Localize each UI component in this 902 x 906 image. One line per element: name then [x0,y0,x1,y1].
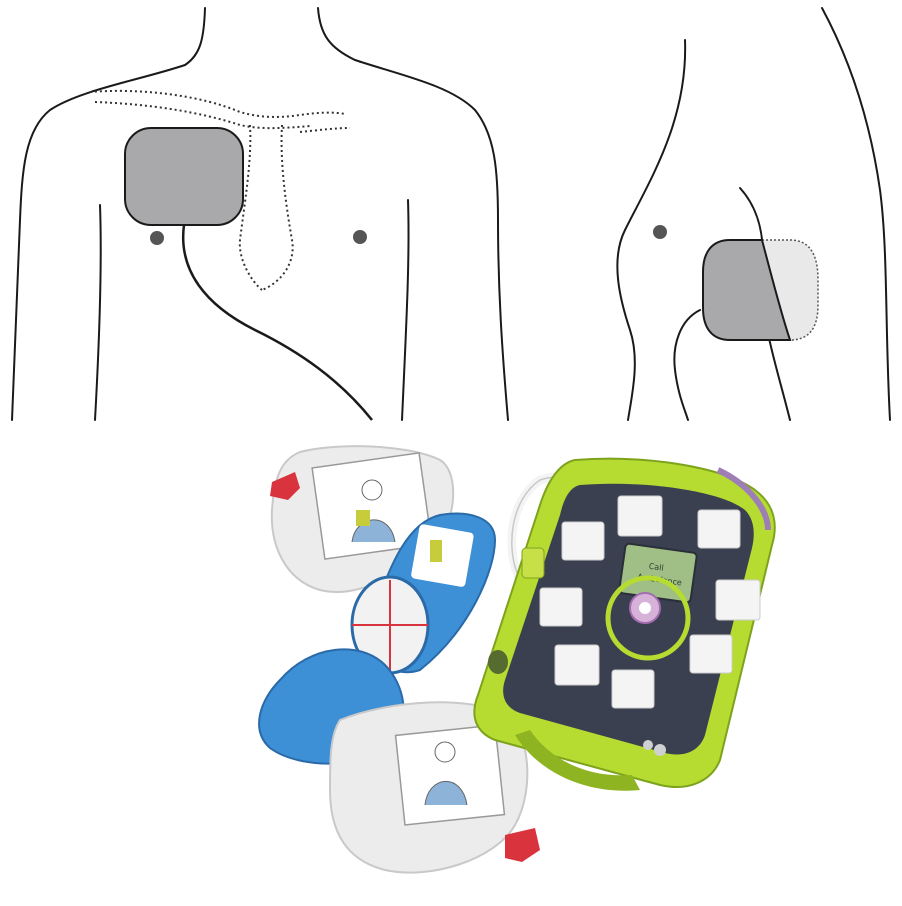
front-pad-cable [183,225,372,420]
front-electrode-pad [125,128,243,225]
aed-svg: Call Ambulance [0,430,902,906]
front-neck-left [185,8,205,65]
pad-placement-svg [0,0,902,430]
side-nipple [653,225,667,239]
front-neck-right [318,8,355,60]
aed-lcd-screen [619,543,697,603]
side-back-line [822,8,890,420]
front-right-shoulder [355,60,508,420]
front-left-armpit [95,205,101,420]
front-right-nipple [353,230,367,244]
front-right-armpit [402,200,409,420]
front-left-nipple [150,231,164,245]
aed-device-illustration: Call Ambulance [0,430,902,906]
pad-placement-diagram [0,0,902,430]
side-lower-line [674,310,700,420]
